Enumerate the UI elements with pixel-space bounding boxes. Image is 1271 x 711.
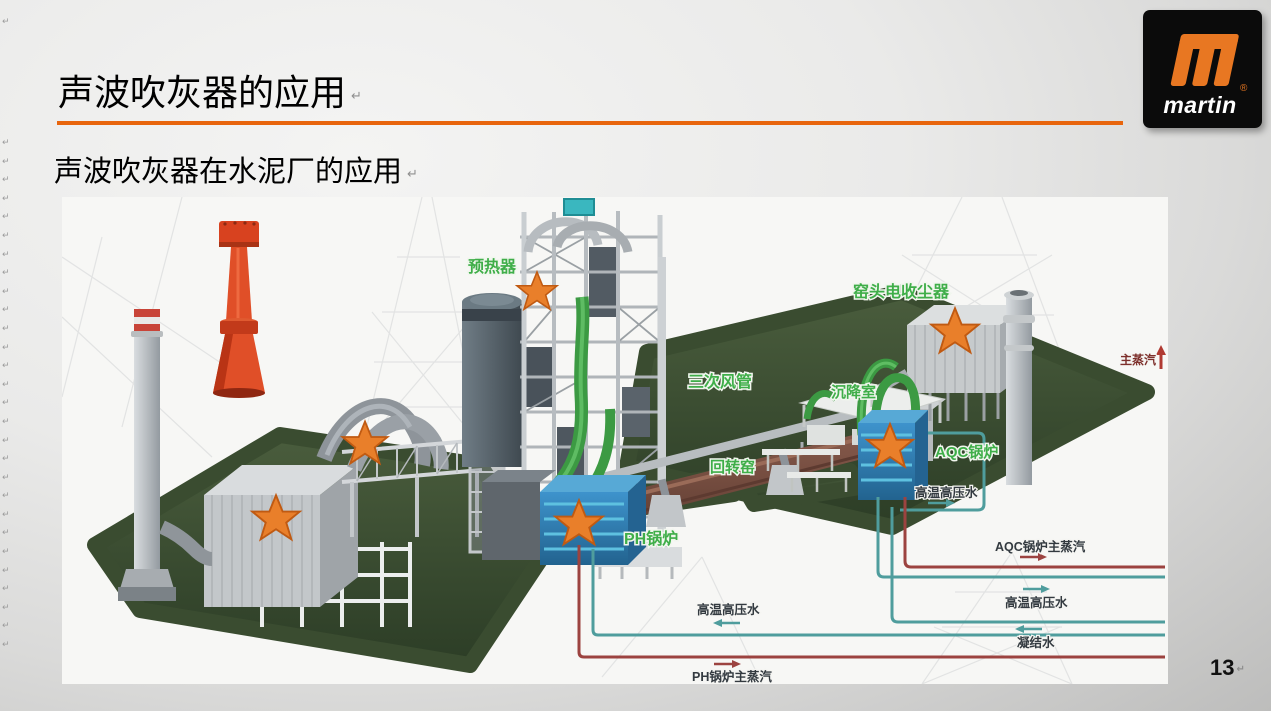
left-esp-building [159, 465, 412, 627]
paragraph-mark: ↵ [2, 454, 10, 465]
preheater-tower [517, 198, 667, 550]
label-aqc-boiler: AQC锅炉 [935, 443, 998, 461]
page-number[interactable]: 13↵ [1210, 655, 1245, 681]
paragraph-mark: ↵ [2, 509, 10, 520]
paragraph-mark: ↵ [2, 286, 10, 297]
paragraph-mark: ↵ [2, 491, 10, 502]
slide-subtitle[interactable]: 声波吹灰器在水泥厂的应用↵ [54, 148, 418, 190]
paragraph-mark: ↵ [2, 17, 10, 27]
paragraph-mark: ↵ [2, 621, 10, 632]
label-hthp-water-right: 高温高压水 [1005, 595, 1068, 610]
left-paragraph-marks: ↵ ↵ ↵ ↵ ↵ ↵ ↵ ↵ ↵ ↵ ↵ ↵ ↵ ↵ ↵ ↵ ↵ ↵ ↵ ↵ ↵ ↵ ↵ ↵ ↵ ↵ ↵ ↵ [2, 138, 10, 651]
paragraph-mark: ↵ [2, 565, 10, 576]
paragraph-mark: ↵ [2, 416, 10, 427]
preheater-cyclone-tank [462, 293, 522, 467]
page-number-text: 13 [1210, 655, 1235, 680]
label-preheater: 预热器 [468, 257, 517, 276]
title-text: 声波吹灰器的应用 [58, 73, 347, 113]
paragraph-mark: ↵ [2, 193, 10, 204]
paragraph-mark: ↵ [2, 640, 10, 651]
paragraph-mark: ↵ [2, 175, 10, 186]
registered-mark: ® [1240, 83, 1248, 94]
martin-m-icon [1170, 34, 1239, 86]
paragraph-mark: ↵ [2, 323, 10, 334]
page-title[interactable]: 声波吹灰器的应用↵ [58, 64, 362, 116]
paragraph-mark: ↵ [2, 398, 10, 409]
brand-wordmark: martin [1163, 92, 1236, 118]
right-chimney [1003, 290, 1035, 485]
flow-arrow-icons [713, 345, 1166, 668]
label-hthp-water-left: 高温高压水 [697, 602, 760, 617]
paragraph-mark: ↵ [2, 249, 10, 260]
label-hthp-water-aqc: 高温高压水 [915, 485, 978, 500]
paragraph-mark: ↵ [2, 379, 10, 390]
left-chimney [118, 309, 176, 601]
paragraph-mark: ↵ [2, 156, 10, 167]
martin-logo-graphic: ® martin [1163, 34, 1248, 118]
pipe-schematic [577, 345, 1166, 668]
paragraph-mark: ↵ [2, 305, 10, 316]
paragraph-mark: ↵ [2, 602, 10, 613]
label-ph-boiler: PH锅炉 [624, 529, 678, 548]
diagram-svg: 预热器 三次风管 沉降室 回转窑 窑头电收尘器 AQC锅炉 PH锅炉 主蒸汽 高… [61, 196, 1166, 686]
paragraph-mark: ↵ [2, 547, 10, 558]
return-mark-icon: ↵ [407, 166, 418, 182]
label-kiln-head-esp: 窑头电收尘器 [853, 282, 950, 301]
paragraph-mark: ↵ [2, 212, 10, 223]
label-aqc-main-steam: AQC锅炉主蒸汽 [995, 539, 1086, 554]
label-tertiary-air-duct: 三次风管 [688, 372, 752, 391]
diagram-labels: 预热器 三次风管 沉降室 回转窑 窑头电收尘器 AQC锅炉 PH锅炉 主蒸汽 高… [467, 256, 1158, 686]
paragraph-mark: ↵ [2, 528, 10, 539]
paragraph-mark: ↵ [2, 138, 10, 148]
subtitle-text: 声波吹灰器在水泥厂的应用 [54, 156, 403, 188]
paragraph-mark: ↵ [2, 230, 10, 241]
paragraph-mark: ↵ [2, 584, 10, 595]
label-condensate: 凝结水 [1017, 635, 1055, 650]
cement-plant-diagram[interactable]: 预热器 三次风管 沉降室 回转窑 窑头电收尘器 AQC锅炉 PH锅炉 主蒸汽 高… [61, 196, 1168, 686]
label-rotary-kiln: 回转窑 [710, 458, 755, 476]
martin-logo[interactable]: ® martin [1143, 10, 1262, 128]
paragraph-mark: ↵ [2, 342, 10, 353]
paragraph-mark: ↵ [2, 361, 10, 372]
title-accent-rule [57, 121, 1123, 125]
paragraph-mark: ↵ [2, 435, 10, 446]
return-mark-icon: ↵ [351, 89, 362, 105]
label-settling-chamber: 沉降室 [831, 383, 876, 401]
return-mark-icon: ↵ [1236, 663, 1245, 675]
label-main-steam: 主蒸汽 [1120, 352, 1156, 367]
ph-boiler [540, 475, 646, 565]
paragraph-mark: ↵ [2, 268, 10, 279]
label-ph-main-steam: PH锅炉主蒸汽 [692, 669, 772, 684]
paragraph-mark: ↵ [2, 472, 10, 483]
sonic-horn-product [213, 221, 265, 398]
